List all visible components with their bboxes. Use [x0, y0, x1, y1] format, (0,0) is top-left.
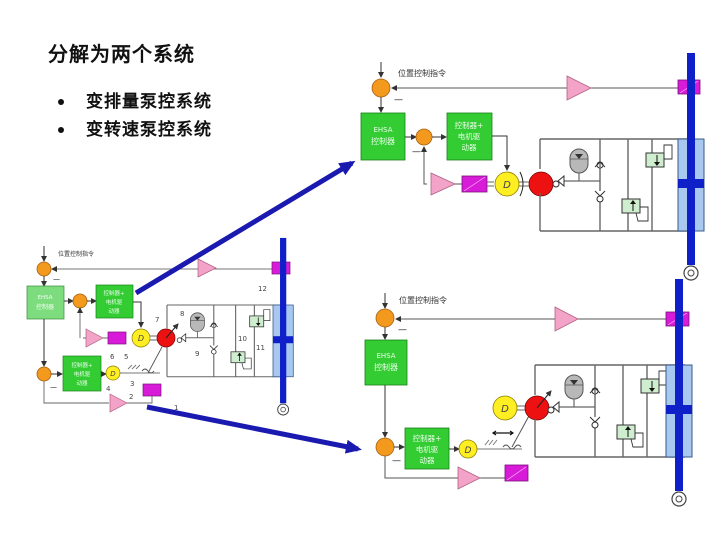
- amplifier-triangle: [109, 393, 128, 413]
- ehsa-controller-block: [364, 339, 408, 386]
- driver-label: 控制器+: [103, 289, 125, 297]
- callout-4: 4: [106, 385, 111, 393]
- driver-label: 电机驱: [74, 370, 91, 378]
- callout-3: 3: [130, 380, 134, 388]
- servo-motor: [492, 395, 518, 421]
- ehsa-label: EHSA: [376, 352, 395, 360]
- motor-driver-block: [404, 427, 450, 470]
- arrow-to-variable-displacement: [134, 160, 356, 296]
- summing-junction: [36, 261, 52, 277]
- diagram-combined-system: 位置控制指令 — EHSA 控制器 控制器+ 电机驱 动器 D — 控制器+ 电: [26, 237, 294, 416]
- amplifier-triangle: [554, 306, 579, 332]
- callout-10: 10: [238, 335, 247, 343]
- amplifier-triangle: [430, 172, 456, 196]
- servo-motor: [494, 171, 520, 197]
- amplifier-triangle: [197, 258, 217, 278]
- bullet-dot-icon: [58, 99, 64, 105]
- bullet-dot-icon: [58, 127, 64, 133]
- summing-junction: [375, 308, 395, 328]
- bullet-item: 变排量泵控系统: [58, 88, 212, 116]
- arrow-to-variable-speed: [146, 404, 362, 454]
- hydraulic-pump: [528, 171, 554, 197]
- motor-label: D: [465, 446, 472, 456]
- callout-12: 12: [258, 285, 267, 293]
- bullet-list: 变排量泵控系统 变转速泵控系统: [58, 88, 212, 144]
- driver-label: 控制器+: [413, 433, 442, 443]
- motor-driver-block: [95, 284, 134, 319]
- driver-label: 控制器+: [71, 361, 93, 369]
- command-label: 位置控制指令: [398, 68, 446, 78]
- minus-sign: —: [394, 95, 403, 105]
- amplifier-triangle: [457, 466, 481, 490]
- bullet-text: 变转速泵控系统: [86, 120, 212, 140]
- motor-driver-block: [446, 112, 493, 161]
- motor-label: D: [501, 404, 509, 415]
- amplifier-triangle: [85, 328, 104, 348]
- ehsa-label: EHSA: [38, 295, 53, 301]
- callout-8: 8: [180, 310, 184, 318]
- driver-label: 电机驱: [106, 298, 123, 306]
- speed-sensor: [107, 331, 127, 345]
- diagram-variable-speed: 位置控制指令 — EHSA 控制器 — 控制器+ 电机驱 动器 D D: [364, 278, 693, 507]
- displacement-sensor: [142, 383, 162, 397]
- callout-5: 5: [124, 353, 128, 361]
- summing-junction: [371, 78, 391, 98]
- callout-1: 1: [174, 404, 178, 412]
- command-label: 位置控制指令: [58, 250, 94, 258]
- callout-9: 9: [195, 350, 199, 358]
- minus-sign: —: [392, 456, 401, 466]
- ehsa-label: 控制器: [374, 362, 398, 372]
- ehsa-controller-block: [26, 285, 65, 320]
- summing-junction: [36, 366, 52, 382]
- driver-label: 动器: [462, 142, 477, 152]
- amplifier-triangle: [566, 75, 592, 101]
- driver-label: 动器: [76, 380, 88, 387]
- callout-6: 6: [110, 353, 115, 361]
- bullet-item: 变转速泵控系统: [58, 116, 212, 144]
- motor-label: D: [138, 334, 144, 343]
- displacement-sensor: [504, 464, 529, 482]
- driver-label: 电机驱: [416, 444, 439, 454]
- minus-sign: —: [50, 383, 57, 391]
- motor-label: D: [503, 180, 511, 191]
- diagram-variable-displacement: 位置控制指令 — EHSA 控制器 — 控制器+ 电机驱 动器 D: [360, 52, 705, 281]
- callout-11: 11: [256, 344, 265, 352]
- motor-label: D: [110, 370, 116, 378]
- callout-numbers: 1 2 3 4 5 6 7 8 9 10 11 12: [106, 285, 267, 412]
- bullet-text: 变排量泵控系统: [86, 92, 212, 112]
- command-label: 位置控制指令: [399, 295, 447, 305]
- rotation-arrow-icon: [519, 171, 524, 197]
- minus-sign: —: [53, 275, 60, 283]
- driver-label: 动器: [420, 455, 435, 465]
- callout-2: 2: [129, 393, 133, 401]
- driver-label: 动器: [108, 308, 120, 315]
- summing-junction: [415, 128, 433, 146]
- driver-label: 电机驱: [458, 131, 481, 141]
- ehsa-label: EHSA: [373, 126, 392, 134]
- summing-junction: [375, 437, 395, 457]
- bidirectional-arrow-icon: [491, 430, 515, 436]
- summing-junction: [72, 293, 88, 309]
- slide-title: 分解为两个系统: [48, 42, 195, 66]
- minus-sign: —: [412, 147, 421, 157]
- minus-sign: —: [398, 325, 407, 335]
- callout-7: 7: [155, 316, 159, 324]
- ehsa-label: 控制器: [371, 136, 395, 146]
- servo-motor: [131, 328, 151, 348]
- driver-label: 控制器+: [455, 120, 484, 130]
- ehsa-label: 控制器: [36, 303, 54, 311]
